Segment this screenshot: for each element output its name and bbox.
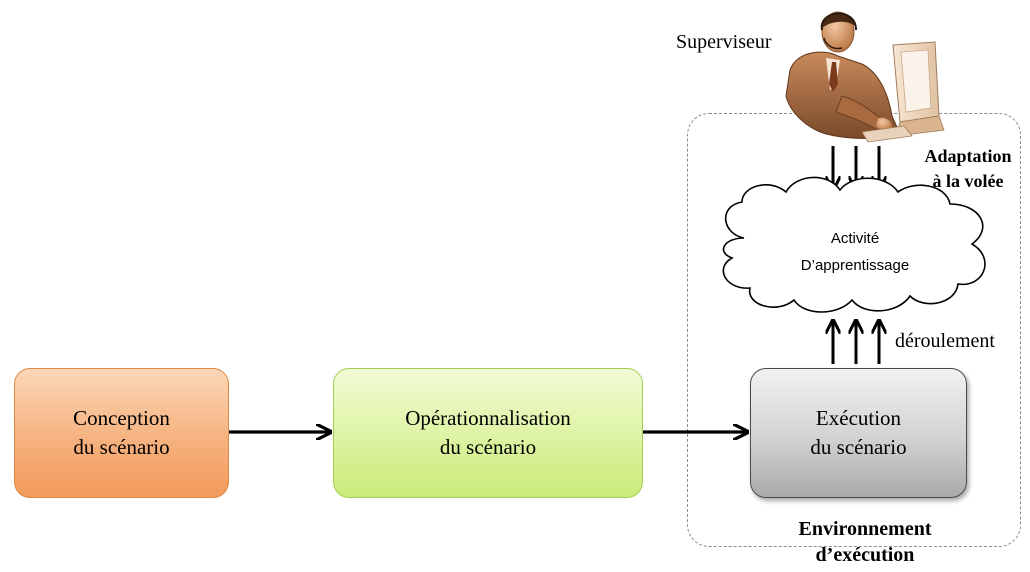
operationnalisation-box: Opérationnalisation du scénario xyxy=(333,368,643,498)
conception-label-line2: du scénario xyxy=(73,435,170,459)
execution-label-line1: Exécution xyxy=(815,406,902,430)
environnement-label-line2: d’exécution xyxy=(815,544,915,566)
execution-label-line2: du scénario xyxy=(810,435,907,459)
conception-box: Conception du scénario xyxy=(14,368,229,498)
deroulement-label: déroulement xyxy=(895,330,995,352)
adaptation-label-line1: Adaptation xyxy=(924,146,1012,166)
deroulement-arrows xyxy=(833,322,879,364)
conception-label-line1: Conception xyxy=(73,406,170,430)
environnement-label: Environnement d’exécution xyxy=(770,516,960,568)
learning-activity-label: Activité D’apprentissage xyxy=(725,225,985,279)
execution-box: Exécution du scénario xyxy=(750,368,967,498)
superviseur-label: Superviseur xyxy=(676,31,772,53)
learning-activity-cloud xyxy=(722,176,986,313)
cloud-label-line2: D’apprentissage xyxy=(800,257,910,274)
operationnalisation-label-line1: Opérationnalisation xyxy=(405,406,571,430)
person-at-computer-icon xyxy=(785,11,945,143)
operationnalisation-label-line2: du scénario xyxy=(439,435,537,459)
adaptation-label-line2: à la volée xyxy=(932,171,1004,191)
environnement-label-line1: Environnement xyxy=(798,518,932,540)
adaptation-label: Adaptation à la volée xyxy=(905,144,1030,194)
cloud-label-line1: Activité xyxy=(830,230,880,247)
